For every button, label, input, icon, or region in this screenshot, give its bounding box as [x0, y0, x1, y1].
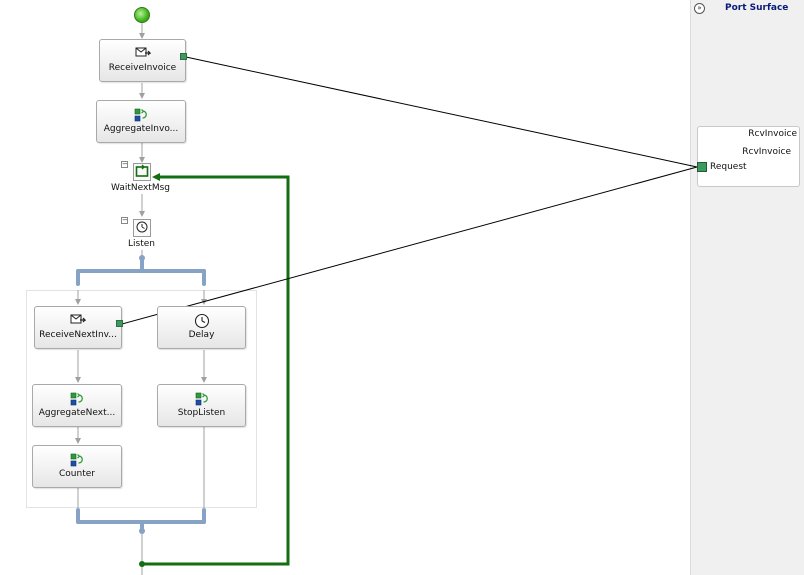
listen-shape[interactable] [133, 219, 151, 237]
receive-next-invoice-label: ReceiveNextInv... [39, 330, 117, 340]
port-message: Request [710, 162, 747, 172]
port-surface-header: » Port Surface [691, 0, 804, 16]
port-request-connector[interactable] [697, 162, 707, 172]
counter-label: Counter [59, 469, 95, 479]
clock-icon [158, 313, 245, 329]
receive-invoice-shape[interactable]: ReceiveInvoice [99, 39, 186, 82]
counter-shape[interactable]: Counter [32, 445, 122, 488]
listen-clock-icon [135, 220, 149, 237]
collapse-panel-button[interactable]: » [694, 2, 705, 14]
delay-shape[interactable]: Delay [157, 306, 246, 349]
stop-listen-label: StopListen [177, 408, 226, 418]
aggregate-invoice-label: AggregateInvo... [103, 124, 179, 134]
delay-label: Delay [188, 330, 215, 340]
port-name: RcvInvoice [748, 129, 797, 139]
receive-next-invoice-shape[interactable]: ReceiveNextInv... [34, 306, 122, 349]
aggregate-next-shape[interactable]: AggregateNext... [32, 384, 122, 427]
listen-collapse-button[interactable]: − [121, 216, 128, 224]
port-surface-panel: » Port Surface [690, 0, 804, 575]
start-node-icon[interactable] [134, 7, 150, 23]
receive-next-port-connector-dot[interactable] [116, 320, 123, 327]
envelope-receive-icon [35, 313, 121, 329]
port-surface-title: Port Surface [725, 3, 789, 13]
envelope-receive-icon [100, 46, 185, 62]
wait-next-msg-label: WaitNextMsg [111, 183, 171, 193]
listen-label: Listen [128, 239, 155, 249]
expression-shape-icon [97, 107, 185, 123]
wait-next-msg-shape[interactable] [133, 163, 151, 181]
expression-shape-icon [158, 391, 245, 407]
loop-icon [135, 164, 149, 181]
expression-shape-icon [33, 452, 121, 468]
wait-next-msg-collapse-button[interactable]: − [121, 160, 128, 168]
aggregate-next-label: AggregateNext... [38, 408, 116, 418]
aggregate-invoice-shape[interactable]: AggregateInvo... [96, 100, 186, 143]
expression-shape-icon [33, 391, 121, 407]
receive-invoice-port-connector-dot[interactable] [180, 53, 187, 60]
stop-listen-shape[interactable]: StopListen [157, 384, 246, 427]
rcv-invoice-port[interactable]: RcvInvoice RcvInvoice Request [697, 126, 800, 187]
port-operation: RcvInvoice [742, 147, 791, 157]
receive-invoice-label: ReceiveInvoice [108, 63, 177, 73]
